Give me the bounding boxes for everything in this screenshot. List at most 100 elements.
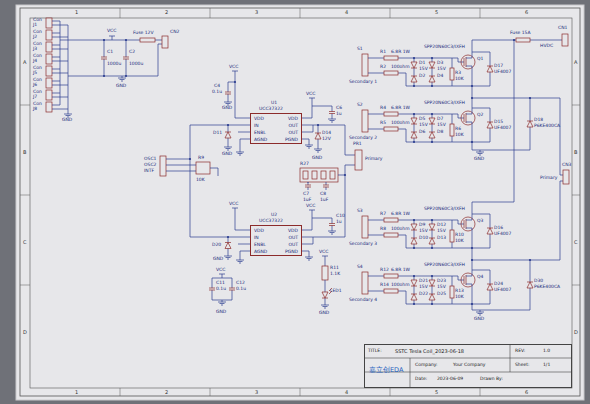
- diode-symbol: [225, 132, 231, 138]
- component-label: GND: [222, 106, 232, 111]
- component-label: 10K: [455, 295, 464, 300]
- frame-index: 2: [165, 390, 168, 395]
- component-label: C10: [336, 214, 345, 219]
- component-label: C1: [107, 50, 113, 55]
- frame-tick: [300, 388, 301, 396]
- wire: [478, 153, 483, 154]
- wire: [238, 261, 243, 262]
- capacitor-plate: [323, 187, 329, 188]
- wire: [302, 118, 309, 119]
- junction-dot: [227, 124, 229, 126]
- wire: [305, 145, 313, 146]
- component-label: INTF: [144, 169, 154, 174]
- wire: [490, 290, 491, 304]
- frame-tick: [572, 285, 580, 286]
- connector-symbol: [162, 36, 168, 48]
- component-label: 15V: [419, 285, 428, 290]
- title-block-text: TITLE:: [368, 349, 382, 354]
- component-label: D16: [494, 226, 503, 231]
- wire: [368, 114, 464, 118]
- component-label: UF4007: [494, 288, 511, 293]
- connector-symbol: [160, 156, 166, 176]
- junction-dot: [103, 75, 105, 77]
- frame-index: 6: [525, 390, 528, 395]
- wire: [235, 212, 243, 230]
- component-label: D4: [437, 74, 443, 79]
- wire: [302, 132, 309, 133]
- diode-bar: [429, 132, 435, 133]
- capacitor-plate: [329, 111, 335, 112]
- frame-tick: [300, 8, 301, 18]
- wire: [104, 59, 105, 76]
- wire: [212, 290, 213, 300]
- junction-dot: [103, 39, 105, 41]
- frame-tick: [480, 8, 481, 18]
- junction-dot: [431, 85, 433, 87]
- component-label: 1uF: [303, 198, 311, 203]
- wire: [472, 52, 490, 53]
- wire: [239, 263, 241, 264]
- component-label: J6: [33, 83, 37, 88]
- component-label: D3: [437, 61, 443, 66]
- pin-name: VDD: [288, 229, 298, 234]
- mosfet-gate: [464, 114, 465, 122]
- diode-symbol: [487, 66, 493, 72]
- connector-symbol: [362, 54, 368, 76]
- junction-dot: [234, 81, 236, 83]
- component-label: GND: [116, 84, 126, 89]
- wire: [228, 249, 229, 255]
- wire: [330, 120, 335, 121]
- wire: [238, 244, 243, 245]
- wire: [121, 81, 123, 82]
- component-label: Primary: [540, 176, 557, 181]
- wire: [368, 220, 464, 224]
- junction-dot: [413, 219, 415, 221]
- component-label: D23: [437, 279, 446, 284]
- frame-index: C: [23, 240, 27, 245]
- frame-index: 5: [435, 390, 438, 395]
- wire: [302, 237, 309, 238]
- fuse-symbol: [140, 38, 155, 42]
- diode-symbol: [411, 62, 417, 68]
- frame-index: C: [574, 240, 578, 245]
- component-label: J7: [33, 95, 37, 100]
- wire: [52, 33, 60, 34]
- capacitor-plate: [329, 113, 335, 114]
- diode-bar: [411, 238, 417, 239]
- ic-label: UCC37322: [259, 219, 283, 224]
- component-label: R12: [380, 268, 389, 273]
- component-label: GND: [319, 311, 329, 316]
- junction-dot: [471, 97, 473, 99]
- diode-bar: [487, 66, 493, 67]
- mosfet-symbol: [461, 217, 475, 231]
- resistor-symbol: [384, 56, 398, 60]
- frame-index: D: [23, 330, 27, 335]
- junction-dot: [344, 174, 346, 176]
- frame-outer: [20, 8, 580, 396]
- resistor-symbol: [384, 218, 398, 222]
- wire: [302, 244, 309, 245]
- pin-name: OUT: [288, 131, 298, 136]
- diode-bar: [429, 238, 435, 239]
- wire: [309, 251, 310, 255]
- wire: [530, 260, 531, 282]
- wire: [109, 36, 115, 37]
- wire: [309, 125, 355, 155]
- component-label: PR1: [353, 142, 362, 147]
- connector-symbol: [46, 90, 52, 100]
- wire: [232, 71, 238, 72]
- wire: [166, 159, 190, 160]
- capacitor-plate: [229, 288, 235, 289]
- junction-dot: [471, 259, 473, 261]
- wire: [232, 278, 233, 288]
- resistor-symbol: [384, 233, 398, 237]
- title-block-text: 嘉立创EDA: [369, 367, 403, 374]
- frame-index: 5: [435, 10, 438, 15]
- component-label: 15V: [437, 67, 446, 72]
- component-label: 1u: [336, 220, 342, 225]
- wire: [52, 69, 60, 70]
- wire: [104, 40, 105, 57]
- wire: [190, 125, 191, 237]
- connector-symbol: [46, 30, 52, 40]
- component-label: SPP20N60C3/IXFH: [424, 207, 465, 212]
